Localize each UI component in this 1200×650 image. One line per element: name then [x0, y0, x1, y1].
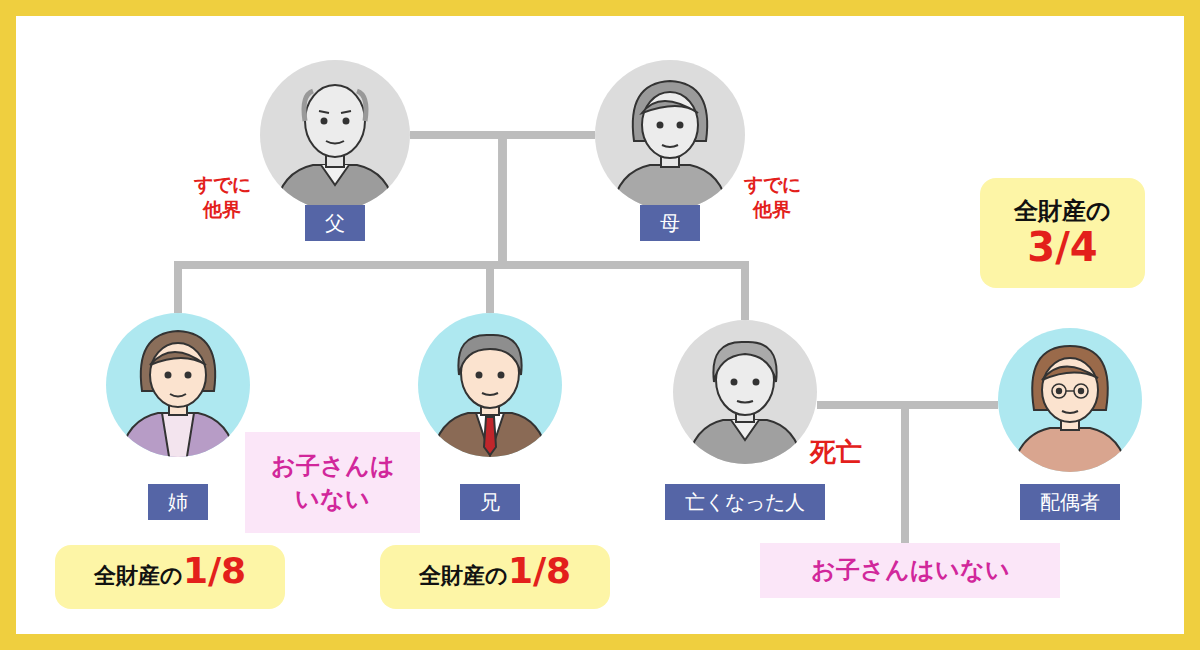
note-box: お子さんはいない [760, 543, 1060, 598]
family-line [905, 405, 998, 543]
brother-portrait [418, 313, 562, 475]
name-label: 母 [640, 205, 700, 241]
share-box: 全財産の3/4 [980, 178, 1145, 288]
person-node: 兄 [418, 313, 562, 457]
mother-portrait [595, 60, 745, 225]
family-line [410, 135, 745, 320]
person-node: 父 [260, 60, 410, 210]
share-caption: 全財産の [94, 563, 183, 589]
deceased-portrait [673, 320, 817, 482]
share-fraction: 1/8 [508, 551, 571, 591]
deceased-note: すでに 他界 [740, 172, 804, 221]
person-node: 配偶者 [998, 328, 1142, 472]
spouse-portrait [998, 328, 1142, 490]
name-label: 父 [305, 205, 365, 241]
share-box: 全財産の1/8 [380, 545, 610, 609]
deceased-note: すでに 他界 [190, 172, 254, 221]
name-label: 姉 [148, 484, 208, 520]
share-fraction: 1/8 [183, 551, 246, 591]
family-line [178, 135, 595, 313]
share-fraction: 3/4 [1027, 225, 1097, 269]
death-label: 死亡 [806, 436, 866, 470]
name-label: 亡くなった人 [665, 484, 825, 520]
share-caption: 全財産の [419, 563, 508, 589]
sister-portrait [106, 313, 250, 475]
person-node: 姉 [106, 313, 250, 457]
note-box: お子さんは いない [245, 432, 420, 533]
family-line [817, 405, 905, 543]
note-text: お子さんは いない [255, 450, 410, 515]
name-label: 配偶者 [1020, 484, 1120, 520]
family-line [178, 135, 503, 313]
person-node: 亡くなった人 [673, 320, 817, 464]
family-line [503, 135, 746, 320]
name-label: 兄 [460, 484, 520, 520]
person-node: 母 [595, 60, 745, 210]
note-text: お子さんはいない [811, 554, 1010, 586]
share-box: 全財産の1/8 [55, 545, 285, 609]
share-caption: 全財産の [1014, 197, 1111, 226]
father-portrait [260, 60, 410, 225]
